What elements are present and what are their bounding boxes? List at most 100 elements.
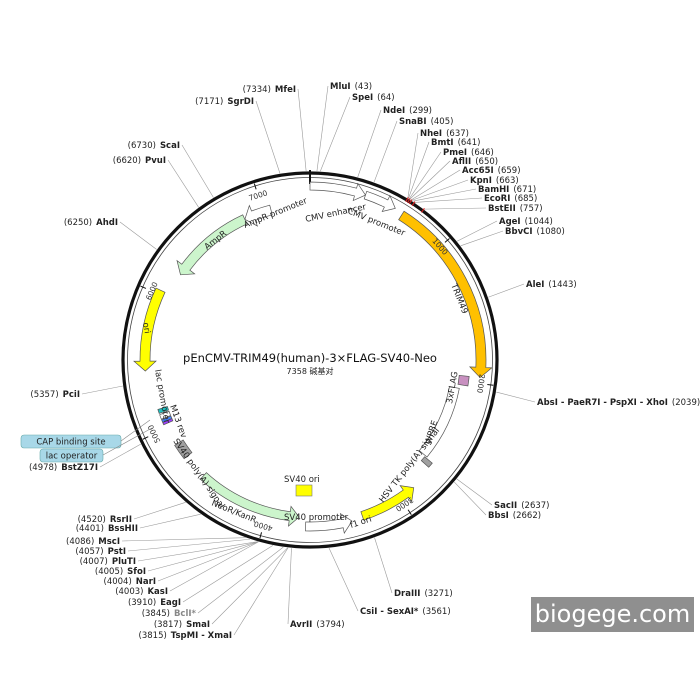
site-position: (3910) <box>128 598 156 608</box>
site-position: (4003) <box>115 587 143 597</box>
site-position: (6620) <box>113 156 141 166</box>
site-mlui: MluI(43) <box>330 82 372 92</box>
site-name: EcoRI <box>484 194 510 204</box>
site-name: AflII <box>452 157 471 167</box>
site-leader <box>181 144 214 198</box>
site-position: (1443) <box>548 280 576 290</box>
site-leader <box>169 541 259 592</box>
site-spei: SpeI (64) <box>352 93 395 103</box>
label-sv40-polya: SV40 poly(A) signal <box>171 437 227 511</box>
site-leader <box>182 545 274 603</box>
site-name: AbsI - PaeR7I - PspXI - XhoI <box>537 398 668 408</box>
site-name: ScaI <box>160 141 180 151</box>
site-aflii: AflII (650) <box>452 157 498 167</box>
site-position: (2039) <box>672 398 700 408</box>
site-mfei: (7334)MfeI <box>243 85 296 95</box>
site-leader <box>454 481 487 516</box>
site-position: (671) <box>513 185 536 195</box>
site-kpni: KpnI(663) <box>470 176 519 186</box>
site-leader <box>414 197 483 203</box>
site-bsteii: BstEII(757) <box>488 204 543 214</box>
site-position: (6250) <box>64 218 92 228</box>
site-leader <box>119 221 157 250</box>
site-agei: AgeI(1044) <box>499 217 553 227</box>
site-position: (4086) <box>66 537 94 547</box>
site-avrii: AvrII(3794) <box>290 620 345 630</box>
site-name: NarI <box>136 577 156 587</box>
site-name: Acc65I <box>462 166 494 176</box>
tick-label: 4000 <box>253 519 274 533</box>
site-ndei: NdeI(299) <box>383 106 432 116</box>
site-position: (646) <box>471 148 494 158</box>
site-position: (7171) <box>195 97 223 107</box>
site-ahdi: (6250) AhdI <box>64 218 118 228</box>
site-name: AvrII <box>290 620 312 630</box>
site-position: (4007) <box>80 557 108 567</box>
cut-site-mark <box>408 199 413 205</box>
site-position: (2662) <box>513 511 541 521</box>
site-sfoi: (4005)SfoI <box>95 567 146 577</box>
feature-sv40-poly-a-signal <box>174 439 193 460</box>
site-leader <box>407 132 419 199</box>
site-nhei: NheI(637) <box>420 129 469 139</box>
site-leader <box>410 169 461 201</box>
site-pluti: (4007)PluTI <box>80 557 136 567</box>
site-name: SpeI <box>352 93 373 103</box>
feature-cmv-promoter <box>363 190 396 212</box>
cap-binding-site-label: CAP binding site <box>36 438 105 448</box>
cut-site-mark <box>411 201 416 207</box>
site-name: SnaBI <box>399 117 427 127</box>
site-leader <box>147 541 259 572</box>
feature-ampr-promoter <box>244 204 273 227</box>
site-name: BbsI <box>488 511 509 521</box>
sites-layer: (7334)MfeI(7171)SgrDI(6730)ScaI(6620)Pvu… <box>29 82 700 641</box>
site-name: BmtI <box>431 138 454 148</box>
tick-mark <box>253 183 257 190</box>
site-position: (299) <box>409 106 432 116</box>
site-name: AhdI <box>96 218 118 228</box>
site-csii-sexai: CsiI - SexAI*(3561) <box>360 607 451 617</box>
tick-mark <box>444 238 450 243</box>
site-name: BstEII <box>488 204 516 214</box>
site-position: (650) <box>475 157 498 167</box>
label-sv40-ori: SV40 ori <box>284 475 320 485</box>
site-leader <box>255 100 281 174</box>
feature-neor-kanr <box>199 472 300 527</box>
site-name: KpnI <box>470 176 492 186</box>
label-lac-promoter: lac promoter <box>152 369 171 425</box>
site-msci: (4086)MscI <box>66 537 120 547</box>
site-bmti: BmtI (641) <box>431 138 480 148</box>
cut-site-mark <box>405 197 409 203</box>
site-leader <box>81 385 123 395</box>
site-position: (5357) <box>30 390 58 400</box>
site-scai: (6730)ScaI <box>128 141 180 151</box>
site-position: (659) <box>498 166 521 176</box>
cut-site-mark <box>420 207 425 213</box>
site-leader <box>411 179 469 201</box>
tick-mark <box>142 436 149 440</box>
site-position: (3817) <box>154 620 182 630</box>
feature-sv40-promoter <box>305 512 353 534</box>
site-position: (3561) <box>422 607 450 617</box>
site-position: (3271) <box>424 589 452 599</box>
site-position: (641) <box>458 138 481 148</box>
site-leader <box>137 541 258 562</box>
site-position: (64) <box>377 93 394 103</box>
feature-m13-rev <box>162 418 174 426</box>
site-leader <box>408 151 442 200</box>
site-bstz17i: (4978)BstZ17I <box>29 463 98 473</box>
site-position: (4401) <box>76 524 104 534</box>
site-pvui: (6620)PvuI <box>113 156 166 166</box>
site-sacii: SacII(2637) <box>494 501 550 511</box>
site-leader <box>488 283 525 298</box>
site-name: PmeI <box>443 148 467 158</box>
site-name: CsiI - SexAI* <box>360 607 419 617</box>
feature-ori <box>133 287 166 372</box>
site-leader <box>456 220 498 242</box>
site-leader <box>320 96 351 172</box>
site-leader <box>373 120 398 183</box>
site-position: (4057) <box>75 547 103 557</box>
feature-lac-promoter <box>159 410 172 420</box>
site-leader <box>287 548 292 625</box>
